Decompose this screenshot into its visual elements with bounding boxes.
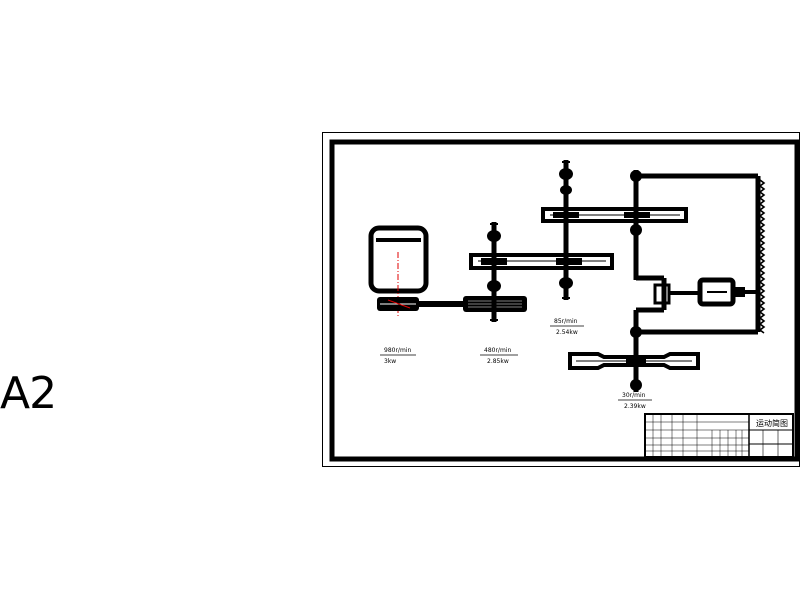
stage-3-speed: 85r/min — [554, 318, 578, 325]
stage-2-label: 480r/min 2.85kw — [480, 347, 518, 365]
gear-pair-1 — [469, 253, 614, 270]
stage-1-speed: 980r/min — [384, 347, 411, 354]
stage-4-power: 2.39kw — [624, 403, 646, 410]
inner-frame — [329, 139, 800, 462]
title-block: 运动简图 — [644, 413, 794, 458]
stage-4-speed: 30r/min — [622, 392, 646, 399]
stage-2-speed: 480r/min — [484, 347, 511, 354]
gear-pair-3 — [568, 352, 700, 370]
shaft-5 — [630, 310, 642, 392]
shaft-2 — [487, 222, 501, 322]
shaft-4 — [630, 170, 758, 280]
shaft-3 — [559, 160, 573, 300]
gear-pair-2 — [541, 207, 688, 223]
stage-3-power: 2.54kw — [556, 329, 578, 336]
stage-3-label: 85r/min 2.54kw — [550, 318, 584, 336]
stage-4-label: 30r/min 2.39kw — [618, 392, 652, 410]
stage-1-power: 3kw — [384, 358, 396, 365]
stage-1-label: 980r/min 3kw — [380, 347, 416, 365]
rack — [636, 176, 766, 335]
stage-2-power: 2.85kw — [487, 358, 509, 365]
coupling-mechanism — [636, 275, 760, 313]
belt-drive — [377, 296, 527, 312]
drawing-title: 运动简图 — [756, 418, 788, 428]
sheet-size-label: A2 — [0, 368, 57, 419]
